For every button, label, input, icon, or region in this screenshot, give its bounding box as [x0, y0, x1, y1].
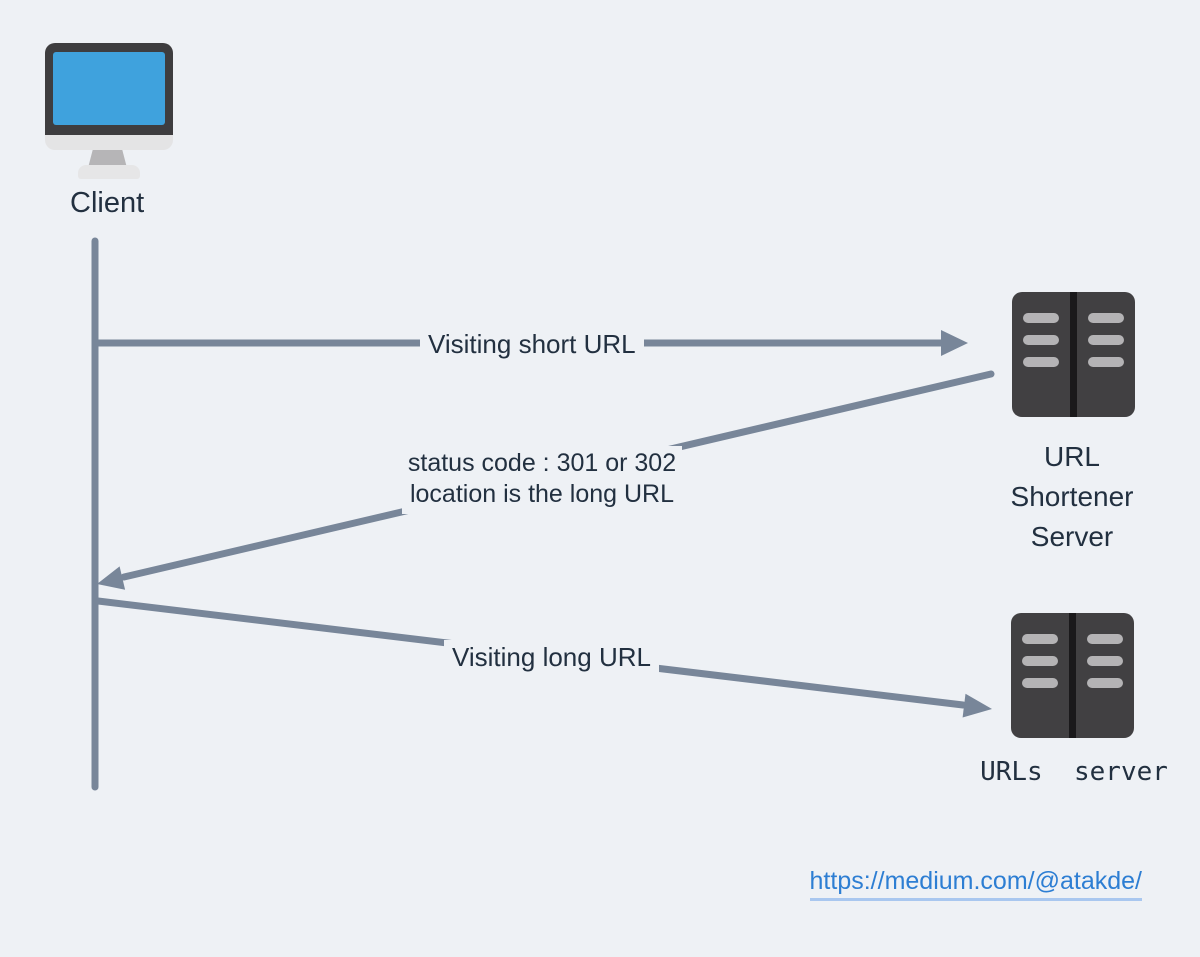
server-slot-icon — [1088, 335, 1124, 345]
monitor-stand-neck — [88, 150, 127, 168]
message-redirect-response: status code : 301 or 302 location is the… — [402, 446, 682, 514]
message-response-status-line: status code : 301 or 302 — [407, 449, 677, 477]
url-shortener-server-label-line2: Shortener — [1010, 481, 1134, 512]
server-slot-icon — [1022, 678, 1058, 688]
message-visiting-long-url: Visiting long URL — [444, 640, 659, 675]
server-divider — [1069, 613, 1076, 738]
monitor-screen — [53, 52, 165, 125]
url-shortener-server-label-line1: URL — [1043, 441, 1100, 472]
url-shortener-server-label-line3: Server — [1030, 521, 1114, 552]
monitor-stand-base — [78, 165, 140, 179]
server-slot-icon — [1022, 656, 1058, 666]
server-slot-icon — [1088, 357, 1124, 367]
server-slot-icon — [1023, 313, 1059, 323]
urls-server-label: URLs server — [980, 757, 1168, 787]
monitor-frame — [45, 43, 173, 150]
server-slot-icon — [1087, 678, 1123, 688]
redirect-response-arrowhead-icon — [97, 566, 126, 590]
server-divider — [1070, 292, 1077, 417]
visit-short-url-arrowhead-icon — [941, 330, 968, 356]
urls-server-icon — [1011, 613, 1134, 738]
visit-long-url-arrowhead-icon — [962, 693, 992, 718]
server-slot-icon — [1023, 357, 1059, 367]
server-slot-icon — [1088, 313, 1124, 323]
message-response-location-line: location is the long URL — [409, 480, 675, 508]
client-computer-icon — [45, 43, 173, 179]
server-slot-icon — [1087, 656, 1123, 666]
client-label: Client — [70, 187, 145, 219]
server-slot-icon — [1022, 634, 1058, 644]
medium-profile-link[interactable]: https://medium.com/@atakde/ — [809, 867, 1142, 901]
message-visiting-short-url: Visiting short URL — [420, 327, 644, 362]
url-shortener-server-icon — [1012, 292, 1135, 417]
server-slot-icon — [1023, 335, 1059, 345]
url-shortener-server-label: URL Shortener Server — [986, 437, 1158, 557]
server-slot-icon — [1087, 634, 1123, 644]
